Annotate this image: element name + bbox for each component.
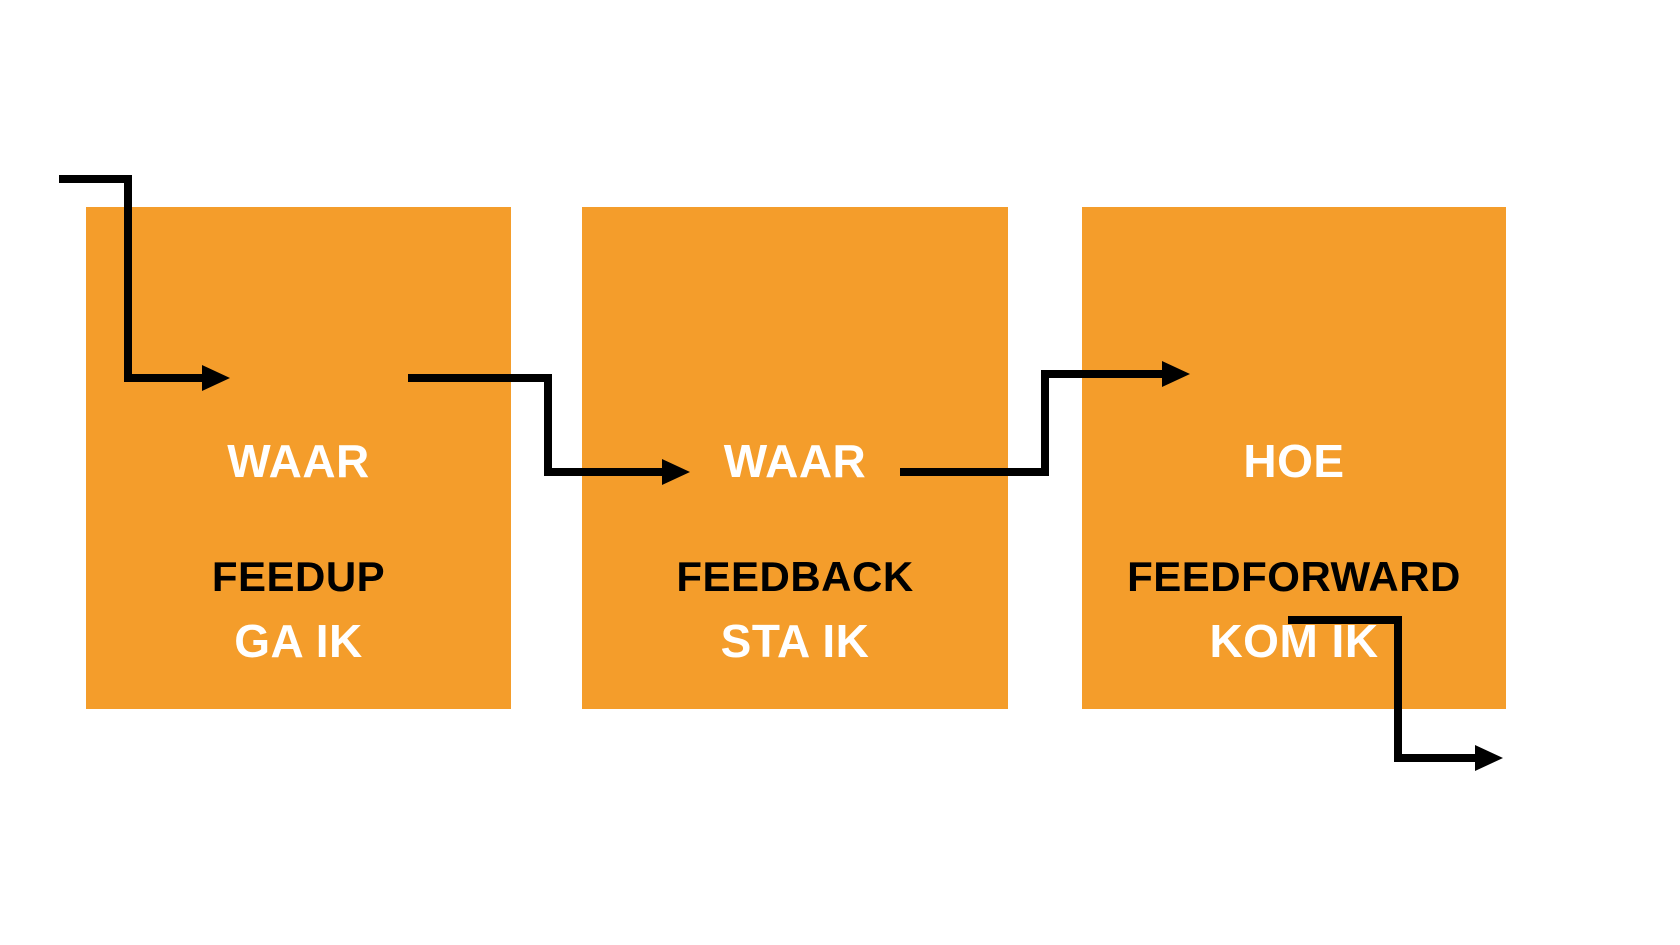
feedback-question-line-1: WAAR	[723, 435, 867, 487]
feedforward-label: FEEDFORWARD	[1127, 553, 1461, 600]
feedback-question: WAAR STA IK NU?	[582, 311, 1008, 945]
feedup-question: WAAR GA IK NAAR TOE?	[86, 311, 511, 945]
feedup-question-line-3: NAAR TOE?	[162, 795, 435, 847]
feedback-label: FEEDBACK	[676, 553, 914, 600]
feedup-question-line-2: GA IK	[234, 615, 363, 667]
feedup-question-line-1: WAAR	[227, 435, 370, 487]
feedforward-question-line-2: KOM IK	[1209, 615, 1379, 667]
feedback-question-line-2: STA IK	[720, 615, 870, 667]
feedup-box: WAAR GA IK NAAR TOE? FEEDUP	[86, 207, 511, 847]
feedforward-question-line-1: HOE	[1243, 435, 1345, 487]
feedback-box: WAAR STA IK NU? FEEDBACK	[582, 207, 1008, 847]
feedup-label: FEEDUP	[211, 553, 386, 600]
feedforward-question-line-3: VERDER?	[1182, 795, 1406, 847]
feedforward-question: HOE KOM IK VERDER?	[1082, 311, 1506, 945]
feedforward-box: HOE KOM IK VERDER? FEEDFORWARD	[1082, 207, 1506, 847]
feedback-question-line-3: NU?	[746, 795, 844, 847]
